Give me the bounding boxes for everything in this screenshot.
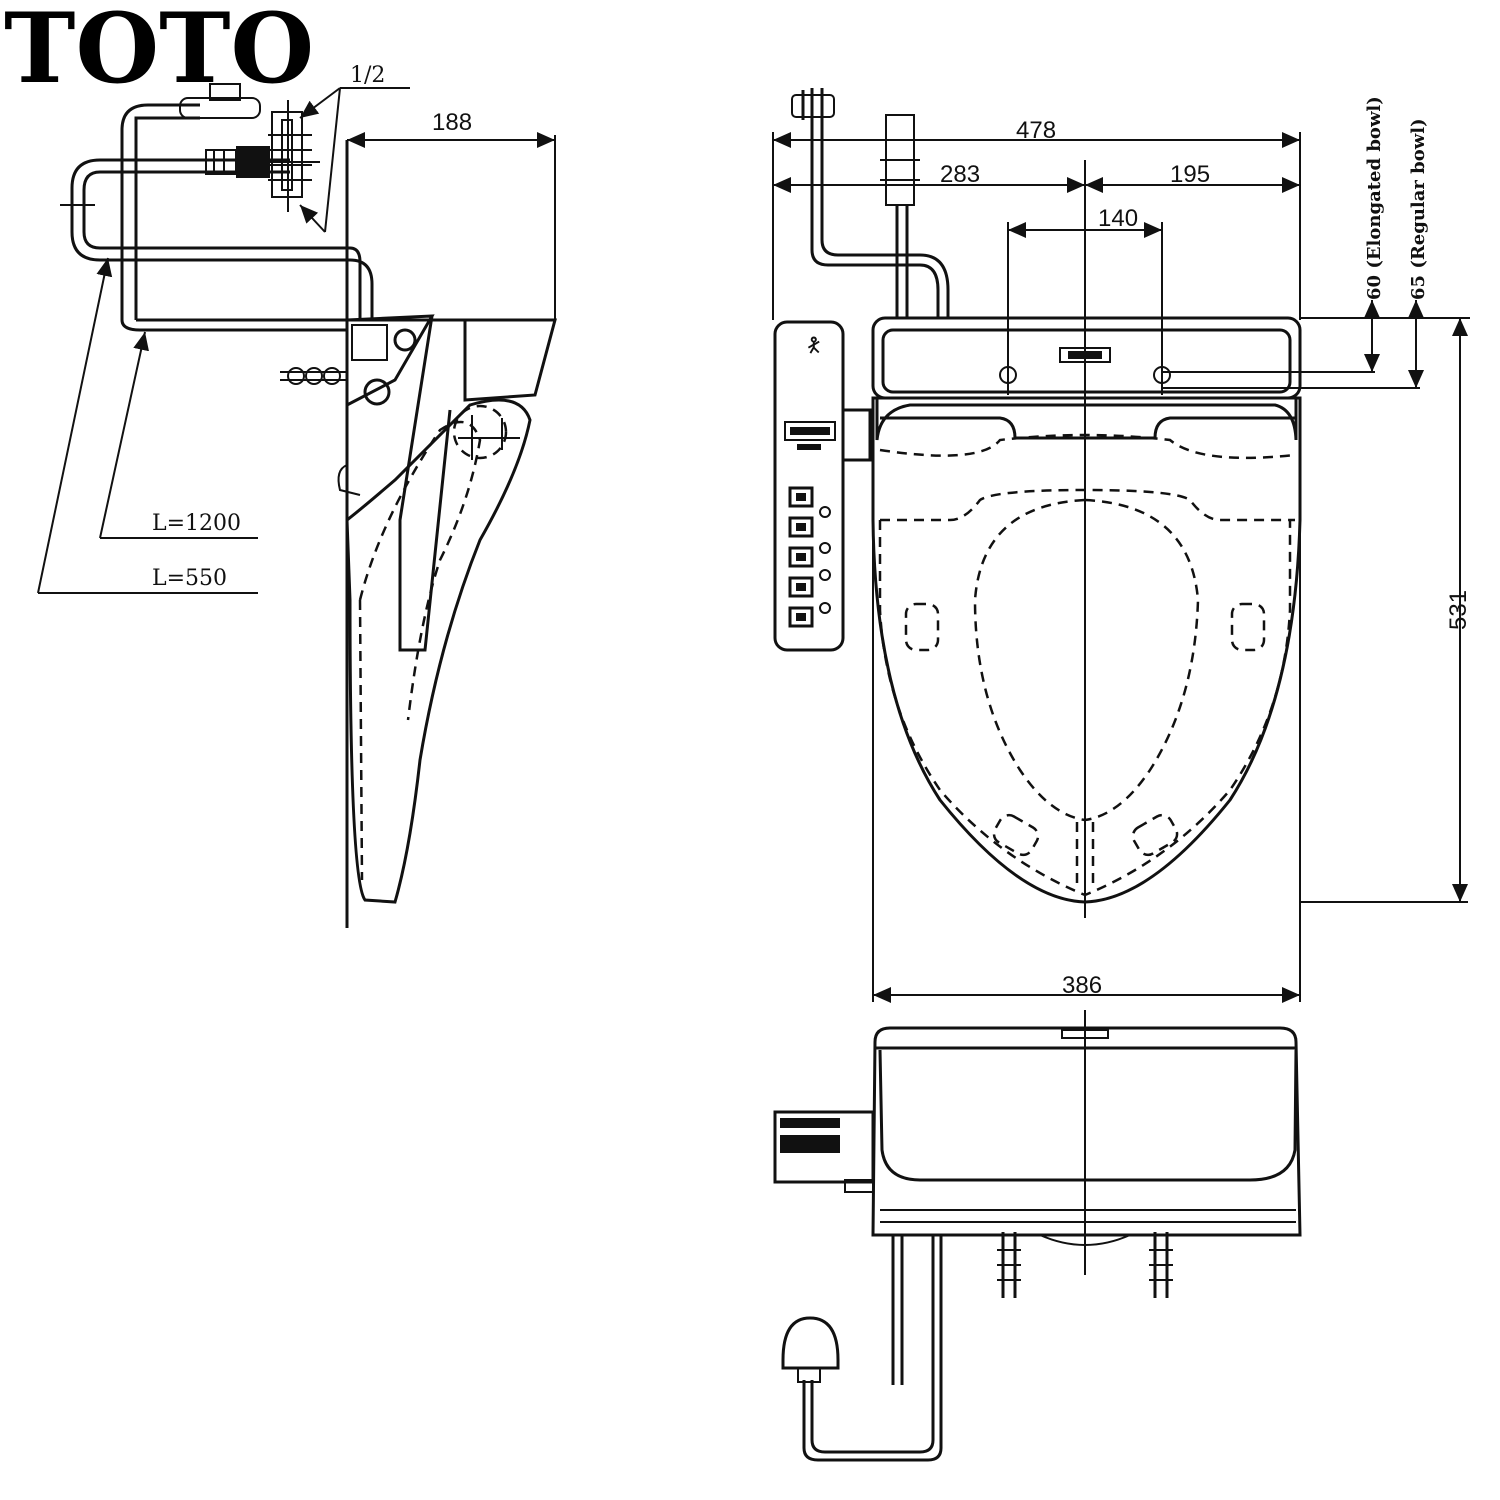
dim-bolt-spacing: 140 [1098,205,1138,232]
dim-right-offset: 195 [1170,161,1210,188]
dim-left-offset: 283 [940,161,980,188]
dim-overall-width: 478 [1016,117,1056,144]
regular-bowl-note: 65 (Regular bowl) [1408,118,1429,300]
dim-seat-length: 531 [1445,590,1472,630]
elongated-bowl-note: 60 (Elongated bowl) [1364,96,1385,300]
dim-side-depth: 188 [432,109,472,136]
remote-buttons [788,486,831,628]
brand-logo: TOTO [4,0,314,105]
dim-seat-width: 386 [1062,972,1102,999]
hose-long-label: L=1200 [152,511,241,536]
pipe-size-label: 1/2 [350,63,385,88]
svg-text:🯇: 🯇 [805,333,823,357]
side-view: 1/2 188 L=1200 L=550 [37,63,557,928]
rear-view [773,1010,1302,1462]
top-view: 478 283 195 140 🯇 [772,88,1472,1003]
hose-short-label: L=550 [152,566,227,591]
